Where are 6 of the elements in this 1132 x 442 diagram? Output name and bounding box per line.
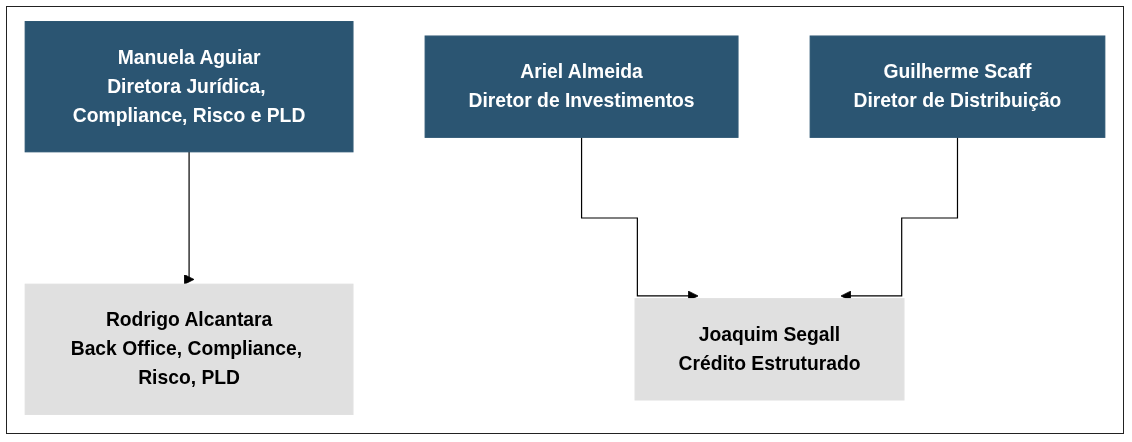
node-box: Joaquim Segall Crédito Estruturado — [634, 298, 905, 401]
node-box: Rodrigo Alcantara Back Office, Compliance, Risco, PLD — [24, 283, 354, 415]
node-box: Ariel Almeida Diretor de Investimentos — [424, 35, 739, 138]
arrow — [183, 151, 195, 285]
node-box: Manuela Aguiar Diretora Jurídica, Compliance, Risco e PLD — [24, 21, 354, 153]
node-box: Guilherme Scaff Diretor de Distribuição — [809, 35, 1106, 138]
